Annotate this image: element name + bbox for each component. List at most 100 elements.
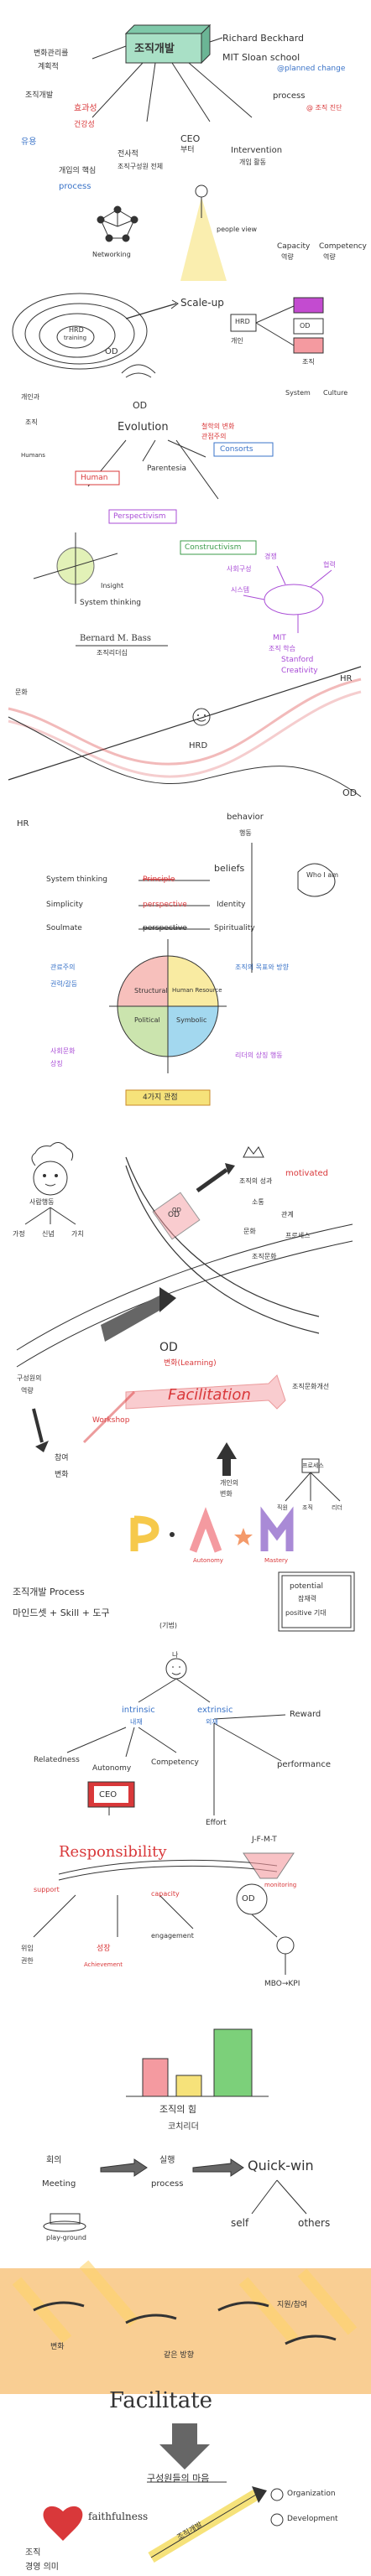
left-note-3: 조직개발 [25, 91, 54, 100]
down-arrow [147, 2423, 227, 2483]
bars-caption-sub: 코치리더 [168, 2122, 199, 2132]
footer-development: Development [287, 2515, 338, 2523]
pam-letters [130, 1506, 294, 1553]
person-label: 개인 [231, 337, 243, 345]
branch-1-title: 효과성 [74, 104, 97, 113]
meeting-label: Meeting [42, 2179, 76, 2189]
plant-l1: 소통 [252, 1198, 264, 1206]
process-ko: 실행 [159, 2156, 175, 2165]
scaleup-hrd: HRD [69, 326, 84, 334]
facilitation-od-note: 변화(Learning) [164, 1359, 217, 1368]
belief-mid-2: perspective [143, 901, 187, 909]
evo-consorts: Consorts [220, 445, 253, 454]
evo-note-red: 철학의 변화 [201, 423, 235, 430]
networking-label: Networking [92, 251, 131, 258]
org-label: 조직 [302, 358, 315, 366]
facilitation-od: OD [159, 1341, 178, 1354]
fac-right-f: 리더 [332, 1504, 342, 1511]
mbo-label: MBO→KPI [264, 1980, 300, 1988]
branch-4-title: Intervention [231, 146, 283, 155]
author-name: Richard Beckhard [222, 33, 305, 44]
branch-3-title: CEO [180, 133, 201, 144]
frame-right-note: 조직의 목표와 방향 [235, 963, 289, 971]
extrinsic-label: extrinsic [197, 1706, 233, 1715]
potential-3: positive 기대 [285, 1609, 327, 1617]
face-icon [24, 1142, 76, 1225]
evolution-left-3: Humans [21, 452, 45, 459]
face-row-3: 가치 [71, 1230, 84, 1238]
facilitation-title: Facilitation [168, 1386, 251, 1404]
frame-human-resource: Human Resource [172, 987, 222, 994]
face-row-1: 가정 [13, 1230, 25, 1238]
belief-left-3: Soulmate [46, 924, 82, 932]
motivation-od: OD [242, 1894, 255, 1903]
footer-left-2: 조직 [25, 2548, 41, 2558]
orange-mid-label: 같은 방향 [164, 2351, 194, 2360]
face-label: 사람행동 [29, 1198, 55, 1206]
belief-left-1: System thinking [46, 875, 107, 884]
fac-right-b: 변화 [220, 1490, 233, 1498]
hr-label-right: HR [340, 674, 353, 683]
frame-left-note4: 상징 [50, 1060, 63, 1067]
motivation-left-d: Achievement [84, 1961, 123, 1968]
workshop-label: Workshop [92, 1416, 130, 1425]
meeting-flow [43, 2158, 307, 2232]
orange-left-label: 변화 [50, 2343, 65, 2351]
pam-sub-p: Autonomy [193, 1557, 223, 1564]
effort-label: Effort [206, 1819, 227, 1827]
mit-3: Stanford [281, 656, 314, 664]
evolution-head-icon [121, 364, 156, 378]
hrd-box-label: HRD [235, 318, 250, 325]
header-arrows [91, 37, 253, 122]
self-label: self [231, 2217, 249, 2229]
evolution-od: OD [133, 400, 148, 411]
scaleup-spiral [12, 293, 179, 370]
belief-mid-3: perspective [143, 924, 187, 932]
quick-win-label: Quick-win [248, 2158, 314, 2174]
fac-right-e: 조직 [302, 1504, 313, 1511]
process-label: process [151, 2179, 184, 2189]
frame-symbolic: Symbolic [176, 1016, 207, 1024]
wave-chart [8, 666, 362, 797]
bass-ko: 조직리더십 [97, 649, 128, 657]
footer-heart-icon [43, 2506, 83, 2541]
plant-l2: 관계 [281, 1211, 294, 1218]
evolution-boxes [75, 442, 274, 555]
who-bubble: Who I am [306, 871, 339, 879]
motivated-label: motivated [285, 1169, 329, 1178]
branch-3-sub: 부터 [180, 146, 195, 154]
fac-right-g: 프로세스 [302, 1462, 324, 1469]
hrd-od-boxes [230, 297, 324, 354]
motivation-left-c: 성장 [97, 1945, 111, 1953]
circle-a: 경쟁 [264, 553, 277, 560]
engagement-label: engagement [151, 1932, 194, 1940]
od-block-label: OD [168, 1211, 180, 1219]
pam-sub-m: Mastery [264, 1557, 289, 1564]
competency-label-2: Competency [151, 1758, 199, 1767]
od-funnel-icon [236, 1852, 295, 1975]
insight-circle [33, 532, 118, 604]
orange-right-label: 지원/참여 [277, 2301, 308, 2309]
motivation-left-a: 위임 [21, 1945, 34, 1952]
evo-note-red2: 관점주의 [201, 433, 227, 440]
people-view-label: people view [217, 226, 258, 233]
capacity-label-2: capacity [151, 1890, 180, 1898]
responsibility-title: Responsibility [59, 1843, 167, 1861]
hr-bottom-label: HR [17, 819, 29, 828]
branch-1-sub3: process [59, 182, 91, 191]
fac-left-d: 변화 [55, 1471, 69, 1479]
frame-left-note: 관료주의 [50, 963, 76, 971]
od-block-stack: OD [172, 1207, 181, 1213]
author-school: MIT Sloan school [222, 52, 300, 63]
plant-l4: 프로세스 [285, 1232, 311, 1239]
identity-label: Identity [217, 901, 246, 909]
system-thinking-label: System thinking [80, 599, 141, 607]
pam-left-1: 조직개발 Process [13, 1587, 85, 1597]
four-frame-circle [109, 939, 227, 1106]
branch-1-sub2: 개입의 핵심 [59, 167, 97, 175]
scaleup-label: Scale-up [180, 297, 224, 309]
fac-right-d: 직원 [277, 1504, 288, 1511]
pam-left-2: 마인드셋 + Skill + 도구 [13, 1607, 110, 1618]
beliefs-lines [138, 843, 336, 973]
fac-left-c: 참여 [55, 1454, 69, 1462]
